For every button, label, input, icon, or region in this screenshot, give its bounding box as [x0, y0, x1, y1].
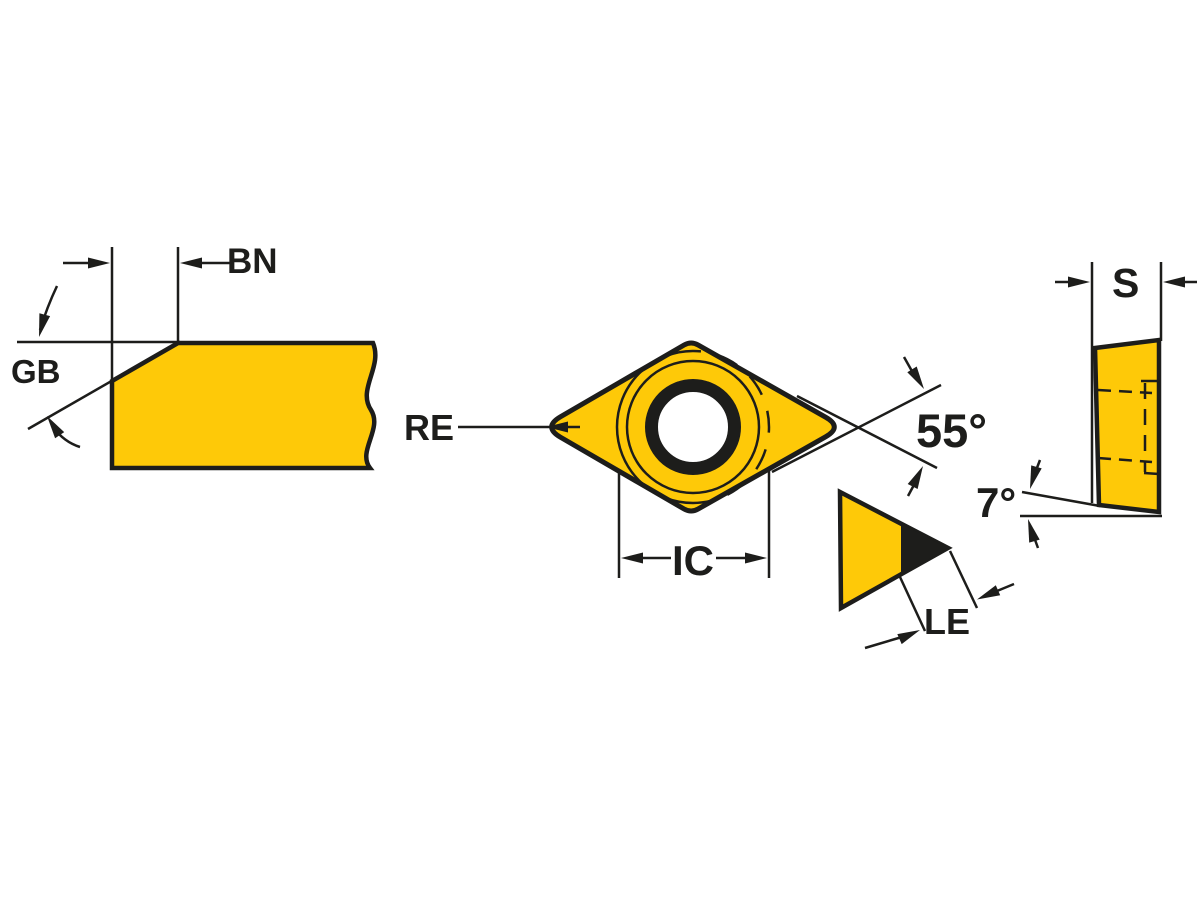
chamfer-width-label: BN — [227, 242, 278, 281]
le-arrow-shaft-lower — [864, 635, 903, 650]
point-angle-arrowhead-top-icon — [907, 366, 924, 389]
corner-detail-shape — [837, 488, 953, 612]
corner-radius-label: RE — [404, 407, 454, 448]
inscribed-circle-dashed-arc — [692, 349, 771, 505]
point-angle-line-upper-edge-extension — [796, 394, 938, 470]
s-arrowhead-right-icon — [1163, 276, 1185, 288]
chamfer-angle-label: GB — [11, 353, 61, 390]
center-hole-ring — [645, 379, 741, 475]
ic-arrowhead-left-icon — [621, 552, 643, 564]
le-extension-line-inner — [898, 576, 927, 632]
inscribed-circle-solid-arc — [615, 349, 694, 505]
point-angle-label: 55° — [916, 404, 987, 457]
point-angle-arrowhead-bottom-icon — [907, 466, 923, 489]
center-hole — [652, 386, 734, 468]
le-extension-line-outer — [948, 550, 979, 609]
corner-detail: LE — [837, 488, 1015, 650]
gb-arrowhead-bottom-icon — [47, 416, 65, 439]
clearance-arrowhead-top-icon — [1030, 465, 1042, 489]
inscribed-circle-label: IC — [672, 537, 714, 584]
hidden-hole-bottom-corner-line — [1143, 471, 1160, 476]
clearance-angle-slanted-line — [1021, 490, 1101, 508]
s-arrowhead-left-icon — [1068, 276, 1090, 288]
clearance-angle-label: 7° — [976, 479, 1016, 526]
chamfer-view: GB BN — [11, 242, 378, 471]
clearance-arrowhead-bottom-icon — [1028, 519, 1040, 543]
gb-arrowhead-top-icon — [39, 313, 51, 337]
insert-cross-section-shape — [109, 340, 378, 471]
thickness-label: S — [1112, 260, 1139, 306]
ic-arrowhead-right-icon — [745, 552, 767, 564]
bn-arrowhead-left-icon — [88, 257, 110, 269]
cutting-tip-shape — [901, 524, 948, 575]
side-view: S 7° — [976, 260, 1197, 549]
bn-arrowhead-right-icon — [180, 257, 202, 269]
edge-length-label: LE — [924, 601, 970, 642]
hidden-hole-bottom-dashed-line — [1097, 456, 1153, 464]
hidden-hole-top-dashed-line — [1097, 388, 1153, 395]
countersink-circle — [625, 359, 761, 495]
point-angle-line-lower-edge-extension — [771, 383, 942, 474]
le-arrow-shaft-upper — [996, 582, 1015, 593]
insert-side-shape — [1092, 337, 1162, 515]
chamfer-extension-line — [27, 373, 123, 431]
le-arrowhead-lower-icon — [897, 630, 920, 645]
top-view: RE IC 55° — [404, 340, 987, 584]
re-arrowhead-icon — [546, 421, 568, 433]
le-arrowhead-upper-icon — [977, 585, 1001, 600]
